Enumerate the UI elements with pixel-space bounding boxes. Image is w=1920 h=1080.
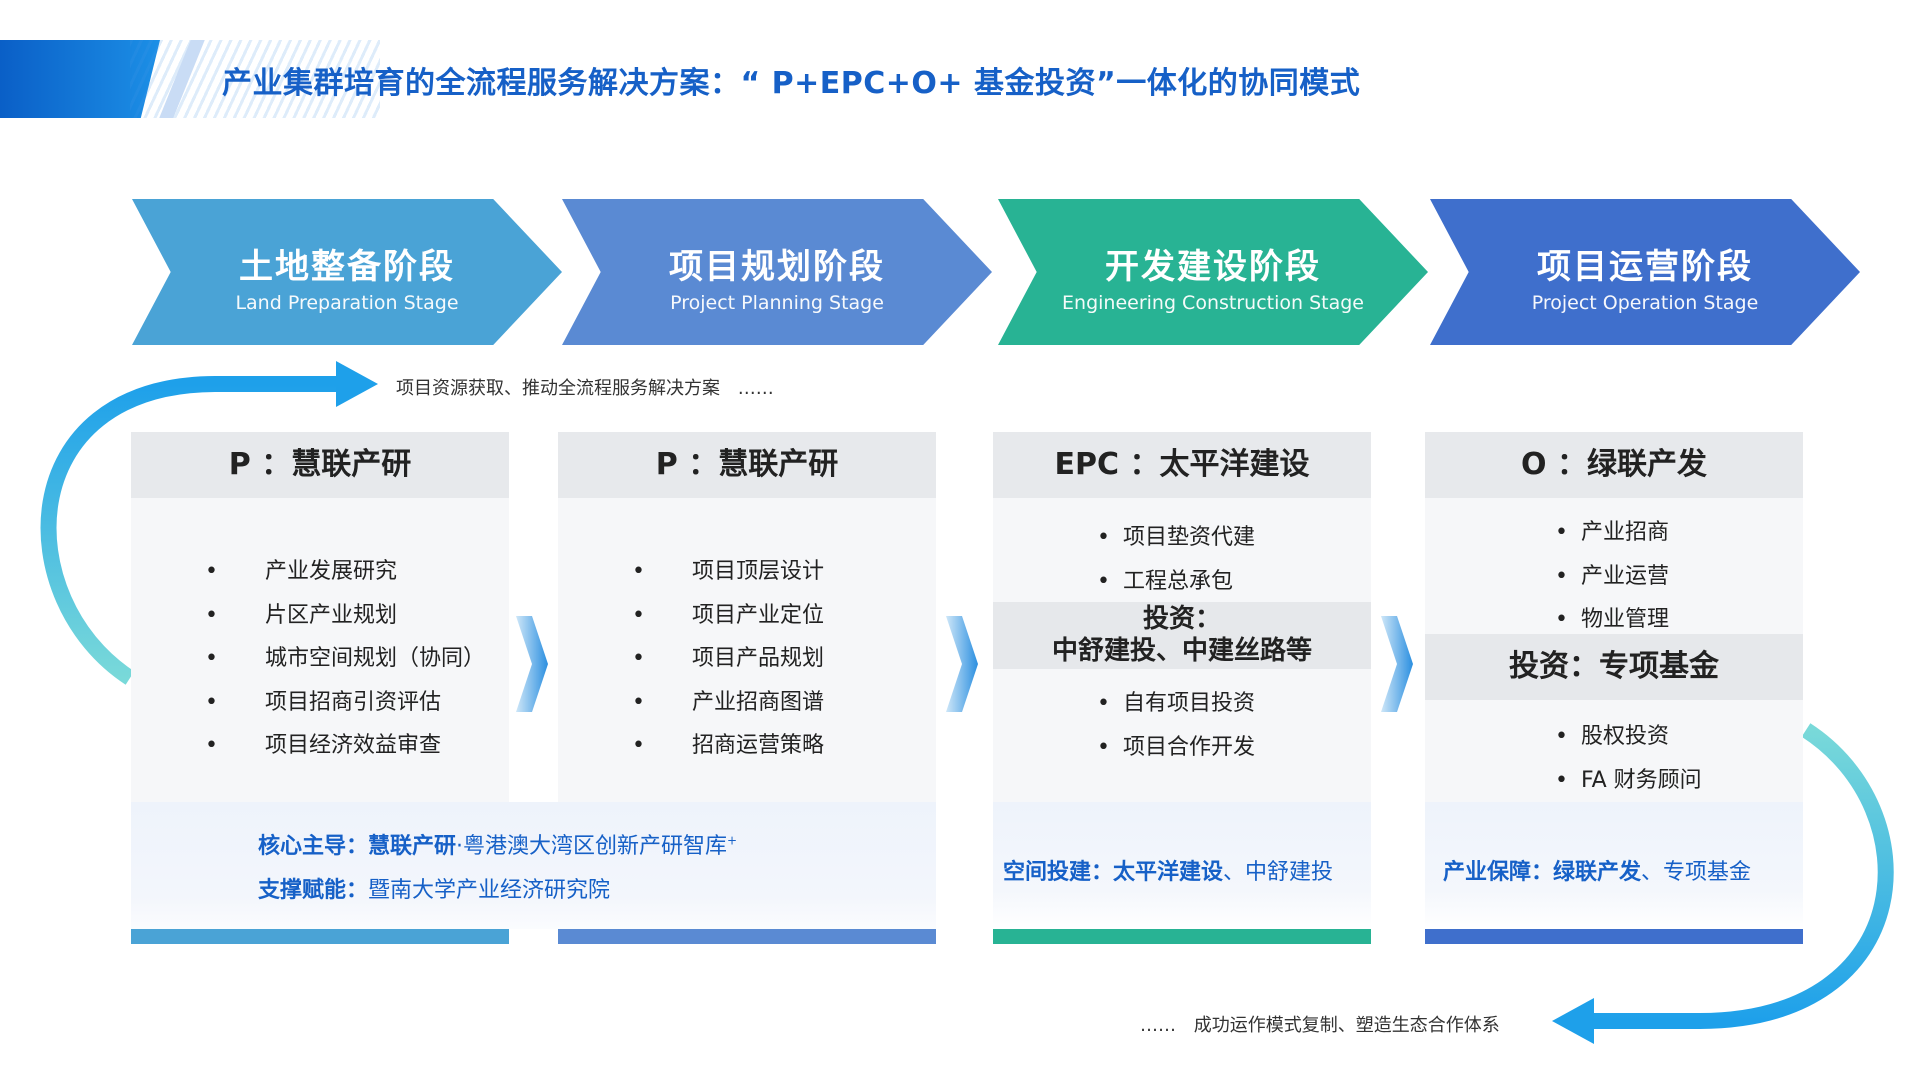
top-note-text: 项目资源获取、推动全流程服务解决方案 xyxy=(396,378,720,399)
list-item: 项目顶层设计 xyxy=(632,550,824,594)
stage-subtitle: Land Preparation Stage xyxy=(235,292,459,314)
stage-title: 项目规划阶段 xyxy=(669,247,885,287)
shared-footer-line-1: 核心主导：慧联产研·粤港澳大湾区创新产研智库+ xyxy=(258,833,738,859)
list-item: 产业招商 xyxy=(1555,511,1669,555)
list-item: 项目合作开发 xyxy=(1097,726,1255,770)
card-color-bar xyxy=(558,929,936,944)
top-note: 项目资源获取、推动全流程服务解决方案 …… xyxy=(396,374,774,400)
card-invest-band: 投资： 中舒建投、中建丝路等 xyxy=(993,602,1371,669)
list-item: 股权投资 xyxy=(1555,715,1702,759)
card-head: P ：慧联产研 xyxy=(131,432,509,498)
stage-title: 开发建设阶段 xyxy=(1105,247,1321,287)
card-items: 项目顶层设计 项目产业定位 项目产品规划 产业招商图谱 招商运营策略 xyxy=(632,550,824,768)
list-item: 片区产业规划 xyxy=(205,594,485,638)
list-item: 招商运营策略 xyxy=(632,724,824,768)
list-item: 产业运营 xyxy=(1555,555,1669,599)
separator-chevron-2 xyxy=(946,616,978,712)
stage-subtitle: Project Planning Stage xyxy=(670,292,884,314)
stage-title: 土地整备阶段 xyxy=(239,247,455,287)
left-loop-arrow-curve xyxy=(40,376,340,685)
right-loop-arrow-head xyxy=(1552,998,1594,1044)
stage-project-operation: 项目运营阶段 Project Operation Stage xyxy=(1430,199,1860,345)
list-item: FA 财务顾问 xyxy=(1555,759,1702,803)
bottom-note-dots: …… xyxy=(1140,1015,1176,1036)
list-item: 物业管理 xyxy=(1555,598,1669,642)
list-item: 项目产业定位 xyxy=(632,594,824,638)
stage-engineering-construction: 开发建设阶段 Engineering Construction Stage xyxy=(998,199,1428,345)
card-foot-text: 空间投建：太平洋建设、中舒建投 xyxy=(1003,860,1334,885)
card-color-bar xyxy=(993,929,1371,944)
card-items-bottom: 股权投资 FA 财务顾问 xyxy=(1555,715,1702,802)
left-loop-arrow-head xyxy=(336,361,378,407)
stage-title: 项目运营阶段 xyxy=(1537,247,1753,287)
list-item: 项目招商引资评估 xyxy=(205,681,485,725)
list-item: 项目经济效益审查 xyxy=(205,724,485,768)
stage-project-planning: 项目规划阶段 Project Planning Stage xyxy=(562,199,992,345)
list-item: 项目垫资代建 xyxy=(1097,516,1255,560)
card-head: P ：慧联产研 xyxy=(558,432,936,498)
list-item: 工程总承包 xyxy=(1097,560,1255,604)
shared-footer-box xyxy=(131,802,936,929)
separator-chevron-1 xyxy=(516,616,548,712)
separator-chevron-3 xyxy=(1381,616,1413,712)
card-color-bar xyxy=(131,929,509,944)
stage-subtitle: Project Operation Stage xyxy=(1531,292,1759,314)
card-items-bottom: 自有项目投资 项目合作开发 xyxy=(1097,682,1255,769)
card-epc-construction: EPC ：太平洋建设 项目垫资代建 工程总承包 投资： 中舒建投、中建丝路等 自… xyxy=(993,432,1371,944)
stage-land-preparation: 土地整备阶段 Land Preparation Stage xyxy=(132,199,562,345)
card-head: O ：绿联产发 xyxy=(1425,432,1803,498)
card-items: 产业发展研究 片区产业规划 城市空间规划（协同） 项目招商引资评估 项目经济效益… xyxy=(205,550,485,768)
list-item: 城市空间规划（协同） xyxy=(205,637,485,681)
bottom-note-text: 成功运作模式复制、塑造生态合作体系 xyxy=(1193,1015,1500,1036)
list-item: 产业发展研究 xyxy=(205,550,485,594)
page-title: 产业集群培育的全流程服务解决方案：“ P+EPC+O+ 基金投资”一体化的协同模… xyxy=(222,66,1361,101)
card-items-top: 产业招商 产业运营 物业管理 xyxy=(1555,511,1669,642)
header-accent-band xyxy=(0,40,160,118)
card-o-operation: O ：绿联产发 产业招商 产业运营 物业管理 投资：专项基金 股权投资 FA 财… xyxy=(1425,432,1803,944)
card-foot-text: 产业保障：绿联产发、专项基金 xyxy=(1443,860,1752,885)
top-note-dots: …… xyxy=(737,378,774,399)
list-item: 自有项目投资 xyxy=(1097,682,1255,726)
bottom-note: …… 成功运作模式复制、塑造生态合作体系 xyxy=(1140,1011,1500,1037)
card-head: EPC ：太平洋建设 xyxy=(993,432,1371,498)
list-item: 项目产品规划 xyxy=(632,637,824,681)
shared-footer-line-2: 支撑赋能：暨南大学产业经济研究院 xyxy=(258,878,611,903)
card-foot xyxy=(1425,802,1803,929)
list-item: 产业招商图谱 xyxy=(632,681,824,725)
card-items-top: 项目垫资代建 工程总承包 xyxy=(1097,516,1255,603)
stage-subtitle: Engineering Construction Stage xyxy=(1062,292,1364,314)
card-color-bar xyxy=(1425,929,1803,944)
card-foot xyxy=(993,802,1371,929)
card-invest-band: 投资：专项基金 xyxy=(1425,634,1803,700)
right-loop-arrow-curve xyxy=(1590,723,1894,1029)
